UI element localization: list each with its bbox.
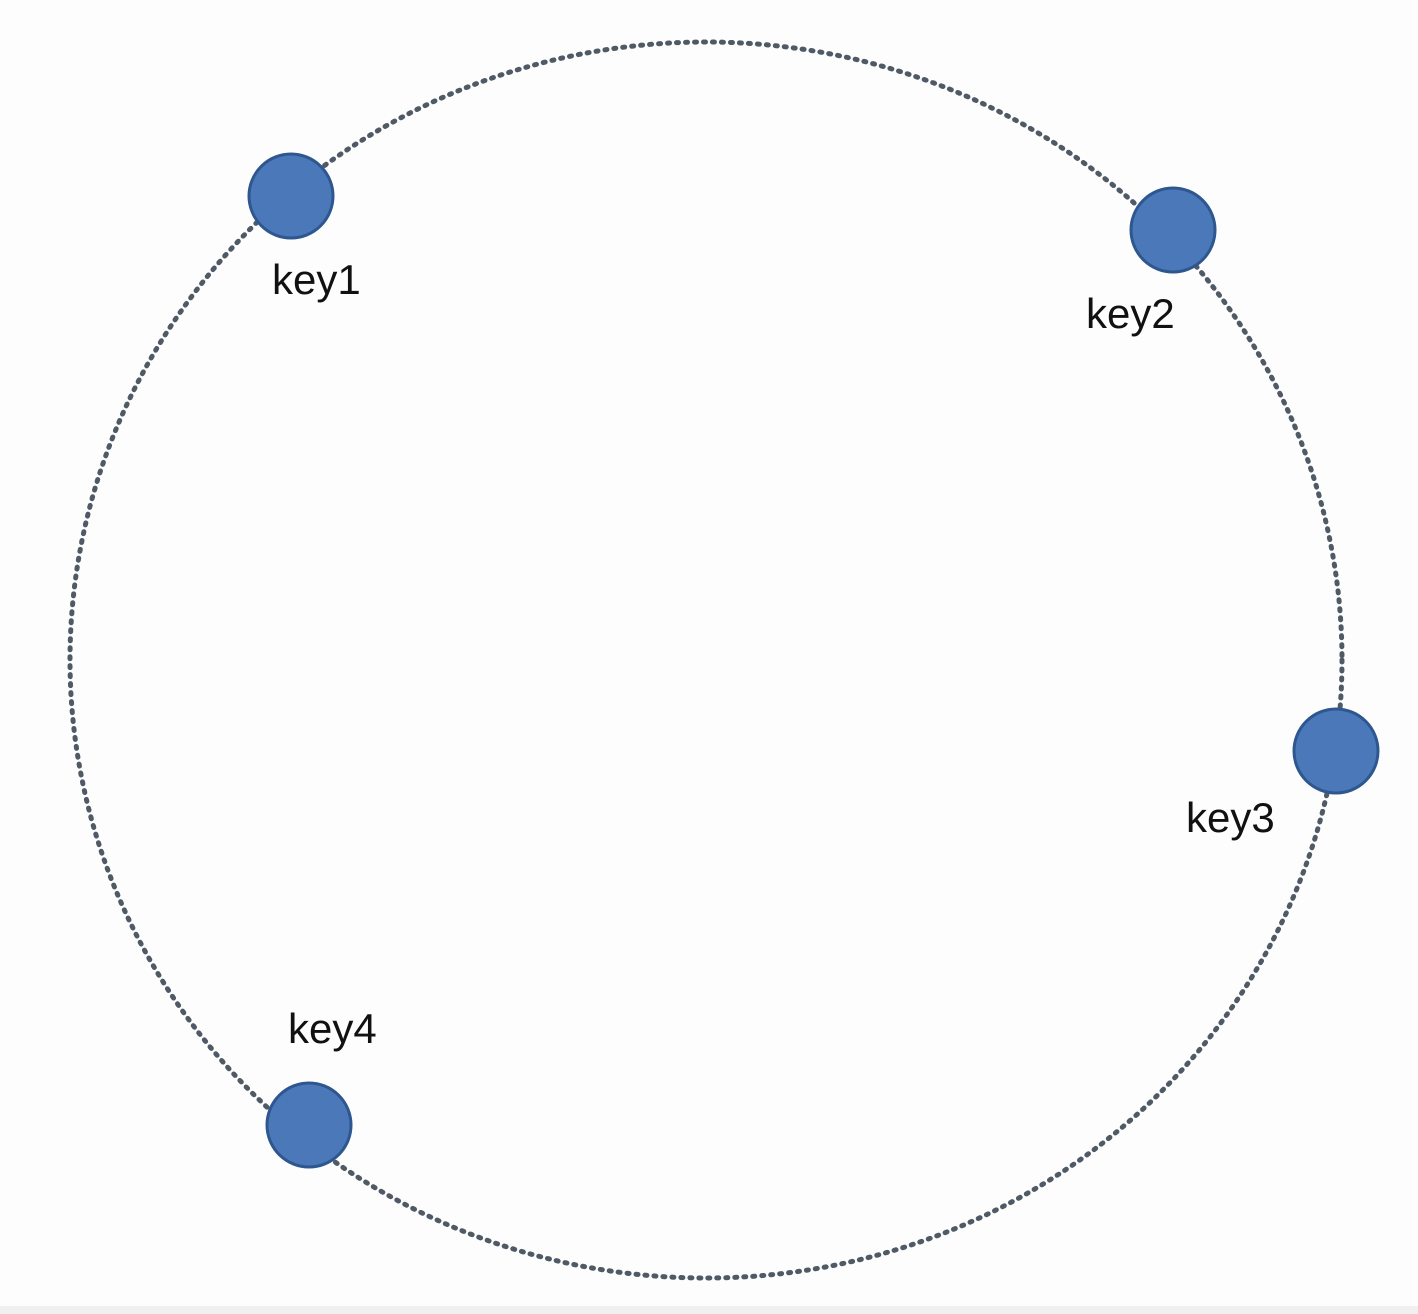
node-key1-label: key1 bbox=[272, 256, 361, 303]
node-key3-label: key3 bbox=[1186, 794, 1275, 841]
node-key2-circle[interactable] bbox=[1129, 186, 1217, 274]
node-key1[interactable]: key1 bbox=[247, 152, 361, 303]
node-key2[interactable]: key2 bbox=[1086, 186, 1217, 337]
node-key4-label: key4 bbox=[288, 1005, 377, 1052]
bottom-border-strip bbox=[0, 1306, 1418, 1314]
node-key3-circle[interactable] bbox=[1292, 707, 1380, 795]
node-key3[interactable]: key3 bbox=[1186, 707, 1380, 841]
node-key4-circle[interactable] bbox=[265, 1081, 353, 1169]
node-key2-label: key2 bbox=[1086, 290, 1175, 337]
hash-ring bbox=[67, 39, 1345, 1281]
node-key1-circle[interactable] bbox=[247, 152, 335, 240]
node-key4[interactable]: key4 bbox=[265, 1005, 377, 1169]
